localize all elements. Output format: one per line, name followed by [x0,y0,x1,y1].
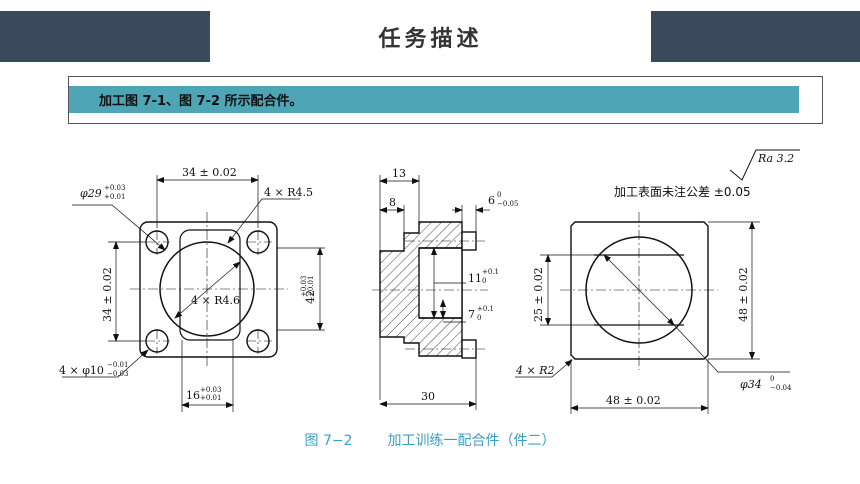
left-view-labels: 34 ± 0.02 φ29 +0.03 +0.01 4 × R4.5 34 ± … [59,166,317,402]
task-bar: 加工图 7-1、图 7-2 所示配合件。 [69,86,799,113]
dim-bottom-16-tol-upper: +0.03 [200,386,221,394]
task-description: 加工图 7-1、图 7-2 所示配合件。 [99,94,303,109]
dim-phi34-tol-lower: −0.04 [770,384,792,392]
dim-13: 13 [392,167,406,180]
dim-holes-tol-upper: −0.01 [107,361,128,369]
dim-11-tol-lower: 0 [482,277,486,285]
dim-6-tol-lower: −0.05 [497,200,518,208]
dim-30: 30 [421,390,435,403]
dim-25: 25 ± 0.02 [532,267,545,322]
dim-phi34-tol-upper: 0 [770,375,774,383]
dim-phi29: φ29 [80,187,102,200]
dim-holes-tol-lower: −0.03 [107,370,128,378]
dim-top-34: 34 ± 0.02 [182,166,237,179]
dim-bottom-16-tol-lower: +0.01 [200,394,221,402]
dim-11: 11 [468,272,482,285]
figure-number: 图 7−2 [304,433,353,449]
left-outer-plate [139,221,278,358]
header-right-block [651,11,860,62]
dim-7: 7 [468,308,475,321]
task-box: 加工图 7-1、图 7-2 所示配合件。 [68,76,823,124]
dim-holes-phi10: 4 × φ10 [59,364,104,377]
page-title: 任务描述 [378,26,483,52]
dim-right-42-tol-lower: +0.01 [307,276,315,297]
roughness-ra32: Ra 3.2 [757,152,794,165]
dim-right-42-tol-upper: +0.03 [300,276,308,297]
right-outer-plate [570,221,709,360]
dim-inner-r46: 4 × R4.6 [191,294,240,307]
dim-right-42: 42 [304,290,317,304]
dim-8: 8 [389,196,396,209]
dim-7-tol-lower: 0 [477,314,481,322]
dim-phi29-tol-upper: +0.03 [104,184,125,192]
left-view [62,175,325,412]
dim-6-tol-upper: 0 [497,191,501,199]
dim-corner-r2: 4 × R2 [515,364,555,377]
section-view [372,175,490,410]
dim-11-tol-upper: +0.1 [482,268,499,276]
dim-48-right: 48 ± 0.02 [737,267,750,322]
dim-phi34: φ34 [740,378,762,391]
tolerance-note: 加工表面未注公差 ±0.05 [614,184,751,199]
dim-left-34: 34 ± 0.02 [101,267,114,322]
dim-phi29-tol-lower: +0.01 [104,193,125,201]
dim-6: 6 [488,194,495,207]
dim-corner-r45: 4 × R4.5 [264,186,313,199]
right-view-labels: Ra 3.2 加工表面未注公差 ±0.05 25 ± 0.02 48 ± 0.0… [515,152,794,407]
dim-bottom-16: 16 [186,389,200,402]
dim-48-bottom: 48 ± 0.02 [606,394,661,407]
right-view [515,149,800,414]
header-left-block [0,11,210,62]
figure-caption: 图 7−2 加工训练一配合件（件二） [0,430,860,450]
left-center-bore [159,241,255,337]
section-view-labels: 13 8 6 0 −0.05 11 +0.1 0 7 +0.1 0 30 [389,167,518,403]
dim-7-tol-upper: +0.1 [477,305,494,313]
left-inner-pocket [179,229,241,341]
figure-title: 加工训练一配合件（件二） [387,433,556,449]
